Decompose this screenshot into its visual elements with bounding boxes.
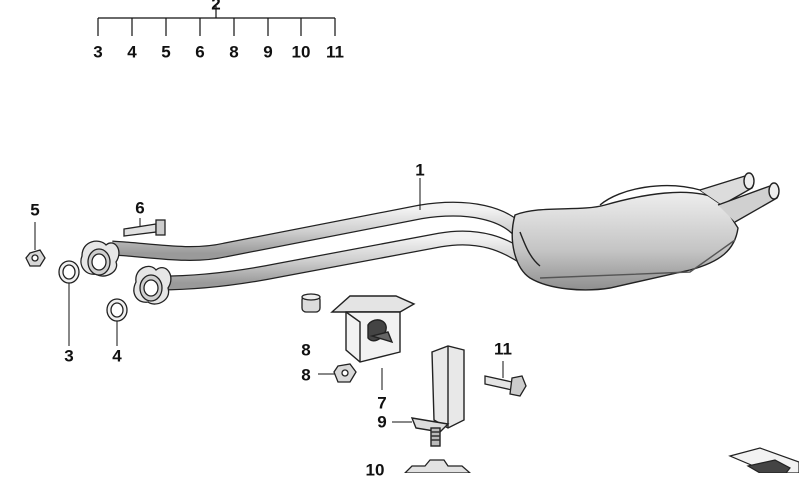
callout-7: 7 (377, 393, 387, 413)
callout-11: 11 (494, 339, 512, 359)
callout-2: 2 (211, 0, 221, 14)
muffler-part (511, 172, 780, 291)
gasket-3-part (58, 260, 80, 284)
callout-9: 9 (377, 412, 387, 432)
callout-10: 10 (365, 460, 385, 480)
group-item-8: 8 (229, 42, 239, 62)
group-bracket (97, 6, 336, 36)
bracket-9-part (410, 345, 465, 447)
callout-8-upper: 8 (301, 340, 311, 360)
group-item-6: 6 (195, 42, 205, 62)
group-item-9: 9 (263, 42, 273, 62)
group-item-10: 10 (291, 42, 311, 62)
callout-6: 6 (135, 198, 145, 218)
flange-right (133, 265, 172, 305)
clamp-10-part (404, 459, 471, 473)
group-item-3: 3 (93, 42, 103, 62)
front-pipe-part (111, 201, 530, 291)
gasket-4-part (106, 298, 128, 322)
callout-3: 3 (64, 346, 74, 366)
bolt-6-part (123, 219, 166, 237)
hex-bolt-11-part (484, 375, 527, 397)
nut-5-part (25, 249, 46, 267)
group-item-5: 5 (161, 42, 171, 62)
mount-nut-8-lower-part (333, 363, 357, 383)
corner-logo (728, 447, 799, 473)
mount-nut-8-upper-part (301, 293, 321, 313)
callout-5: 5 (30, 200, 40, 220)
callout-1: 1 (415, 160, 425, 180)
flange-left (80, 240, 120, 277)
rubber-mount-7-part (330, 295, 416, 363)
group-item-11: 11 (326, 42, 344, 62)
group-item-4: 4 (127, 42, 137, 62)
callout-8-lower: 8 (301, 365, 311, 385)
callout-4: 4 (112, 346, 122, 366)
